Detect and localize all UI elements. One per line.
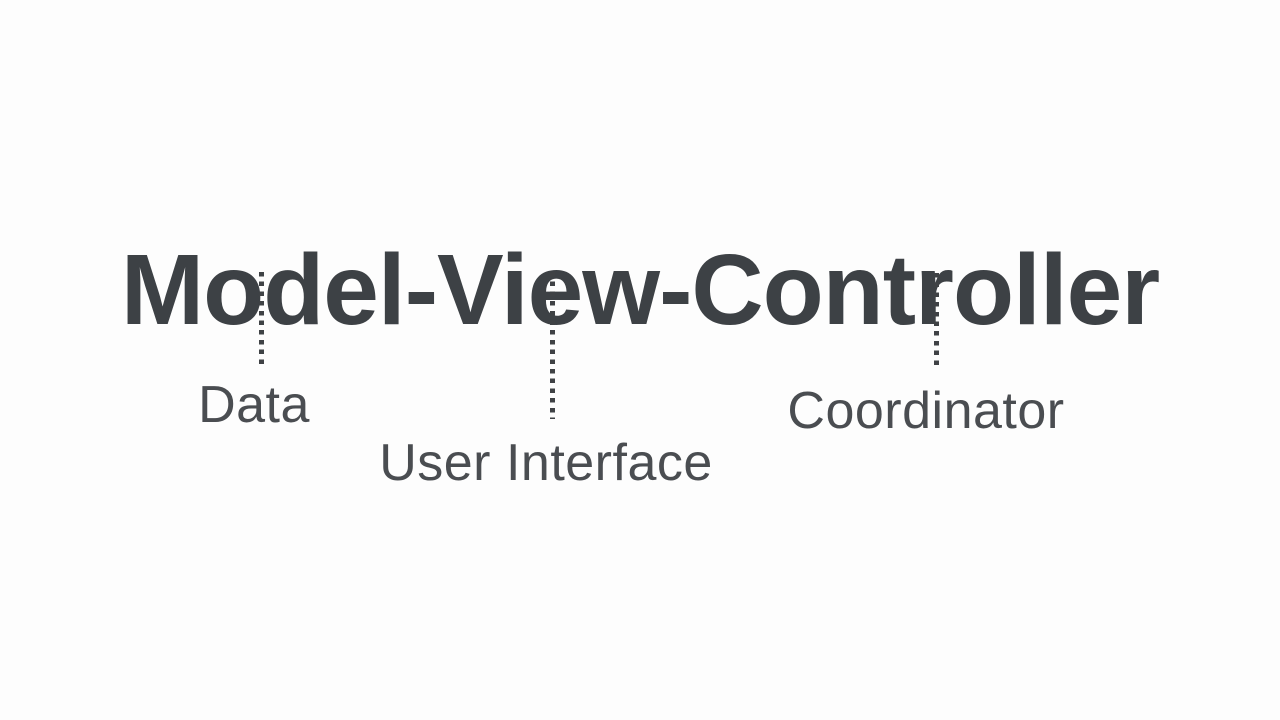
model-meaning-label: Data [198, 376, 310, 434]
controller-connector-dotted-line [934, 273, 939, 369]
view-connector-dotted-line [550, 272, 555, 419]
diagram-title: Model-View-Controller [120, 234, 1160, 346]
controller-meaning-label: Coordinator [787, 382, 1065, 440]
view-meaning-label: User Interface [379, 434, 713, 492]
model-connector-dotted-line [259, 272, 264, 369]
